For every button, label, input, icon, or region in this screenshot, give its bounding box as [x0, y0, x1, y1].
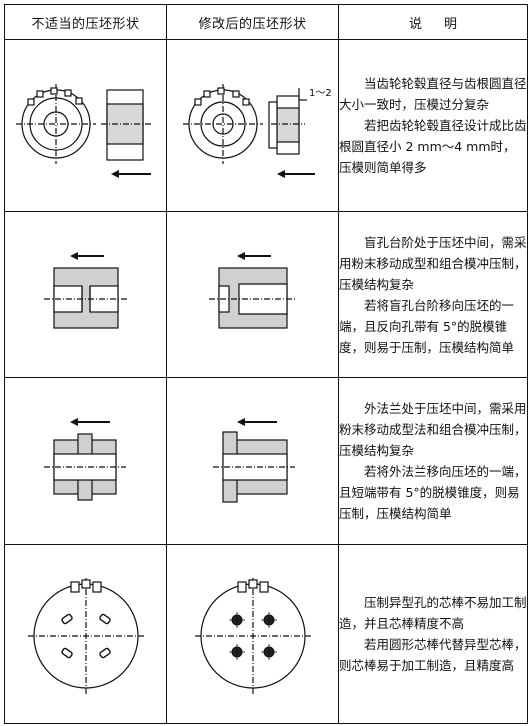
figure-flange-modified [166, 377, 339, 545]
figure-flange-unsuitable [4, 377, 167, 545]
description-cell: 盲孔台阶处于压坯中间，需采用粉末移动成型和组合模冲压制，压模结构复杂 若将盲孔台… [338, 211, 528, 378]
description-cell: 外法兰处于压坯中间，需采用粉末移动成型法和组合模冲压制，压模结构复杂 若将外法兰… [338, 377, 528, 545]
table-row: 盲孔台阶处于压坯中间，需采用粉末移动成型和组合模冲压制，压模结构复杂 若将盲孔台… [4, 211, 528, 378]
description-paragraph: 盲孔台阶处于压坯中间，需采用粉末移动成型和组合模冲压制，压模结构复杂 [339, 234, 527, 292]
description-paragraph: 外法兰处于压坯中间，需采用粉末移动成型法和组合模冲压制，压模结构复杂 [339, 401, 527, 458]
description-paragraph: 压制异型孔的芯棒不易加工制造，并且芯棒精度不高 [339, 595, 527, 631]
gear-unsuitable-drawing [15, 83, 151, 178]
blind-hole-modified-drawing [208, 251, 297, 329]
table-row: 外法兰处于压坯中间，需采用粉末移动成型法和组合模冲压制，压模结构复杂 若将外法兰… [4, 377, 528, 545]
flange-modified-drawing [212, 418, 295, 503]
table-header-row: 不适当的压坯形状 修改后的压坯形状 说明 [4, 4, 528, 40]
document-sheet: 不适当的压坯形状 修改后的压坯形状 说明 [4, 4, 528, 724]
table-row: 1～2 当齿轮轮毂直径与齿根圆直径大小一致时，压模过分复杂 若把齿轮轮毂直径设计… [4, 39, 528, 212]
description-paragraph: 若将外法兰移向压坯的一端，且短端带有 5°的脱模锥度，则易压制，压模结构简单 [339, 464, 527, 521]
figure-blind-hole-modified [166, 211, 339, 378]
figure-shaped-hole-unsuitable [4, 544, 167, 724]
header-description: 说明 [338, 4, 528, 40]
header-unsuitable-shape: 不适当的压坯形状 [4, 4, 167, 40]
figure-gear-unsuitable [4, 39, 167, 212]
description-paragraph: 若把齿轮轮毂直径设计成比齿根圆直径小 2 mm～4 mm时，压模则简单得多 [339, 118, 527, 175]
description-paragraph: 当齿轮轮毂直径与齿根圆直径大小一致时，压模过分复杂 [339, 76, 527, 112]
shaped-hole-unsuitable-drawing [27, 578, 144, 694]
description-cell: 压制异型孔的芯棒不易加工制造，并且芯棒精度不高 若用圆形芯棒代替异型芯棒，则芯棒… [338, 544, 528, 724]
description-cell: 当齿轮轮毂直径与齿根圆直径大小一致时，压模过分复杂 若把齿轮轮毂直径设计成比齿根… [338, 39, 528, 212]
figure-blind-hole-unsuitable [4, 211, 167, 378]
figure-gear-modified: 1～2 [166, 39, 339, 212]
comparison-table: 不适当的压坯形状 修改后的压坯形状 说明 [4, 4, 528, 724]
description-paragraph: 若将盲孔台阶移向压坯的一端，且反向孔带有 5°的脱模锥度，则易于压制，压模结构简… [339, 297, 515, 355]
description-paragraph: 若用圆形芯棒代替异型芯棒，则芯棒易于加工制造，且精度高 [339, 637, 527, 673]
flange-unsuitable-drawing [43, 418, 126, 501]
table-row: 压制异型孔的芯棒不易加工制造，并且芯棒精度不高 若用圆形芯棒代替异型芯棒，则芯棒… [4, 544, 528, 724]
figure-shaped-hole-modified [166, 544, 339, 724]
blind-hole-unsuitable-drawing [43, 251, 128, 329]
gear-modified-drawing: 1～2 [182, 83, 332, 178]
header-modified-shape: 修改后的压坯形状 [166, 4, 339, 40]
shaped-hole-modified-drawing [194, 578, 311, 694]
dimension-label: 1～2 [309, 88, 332, 99]
